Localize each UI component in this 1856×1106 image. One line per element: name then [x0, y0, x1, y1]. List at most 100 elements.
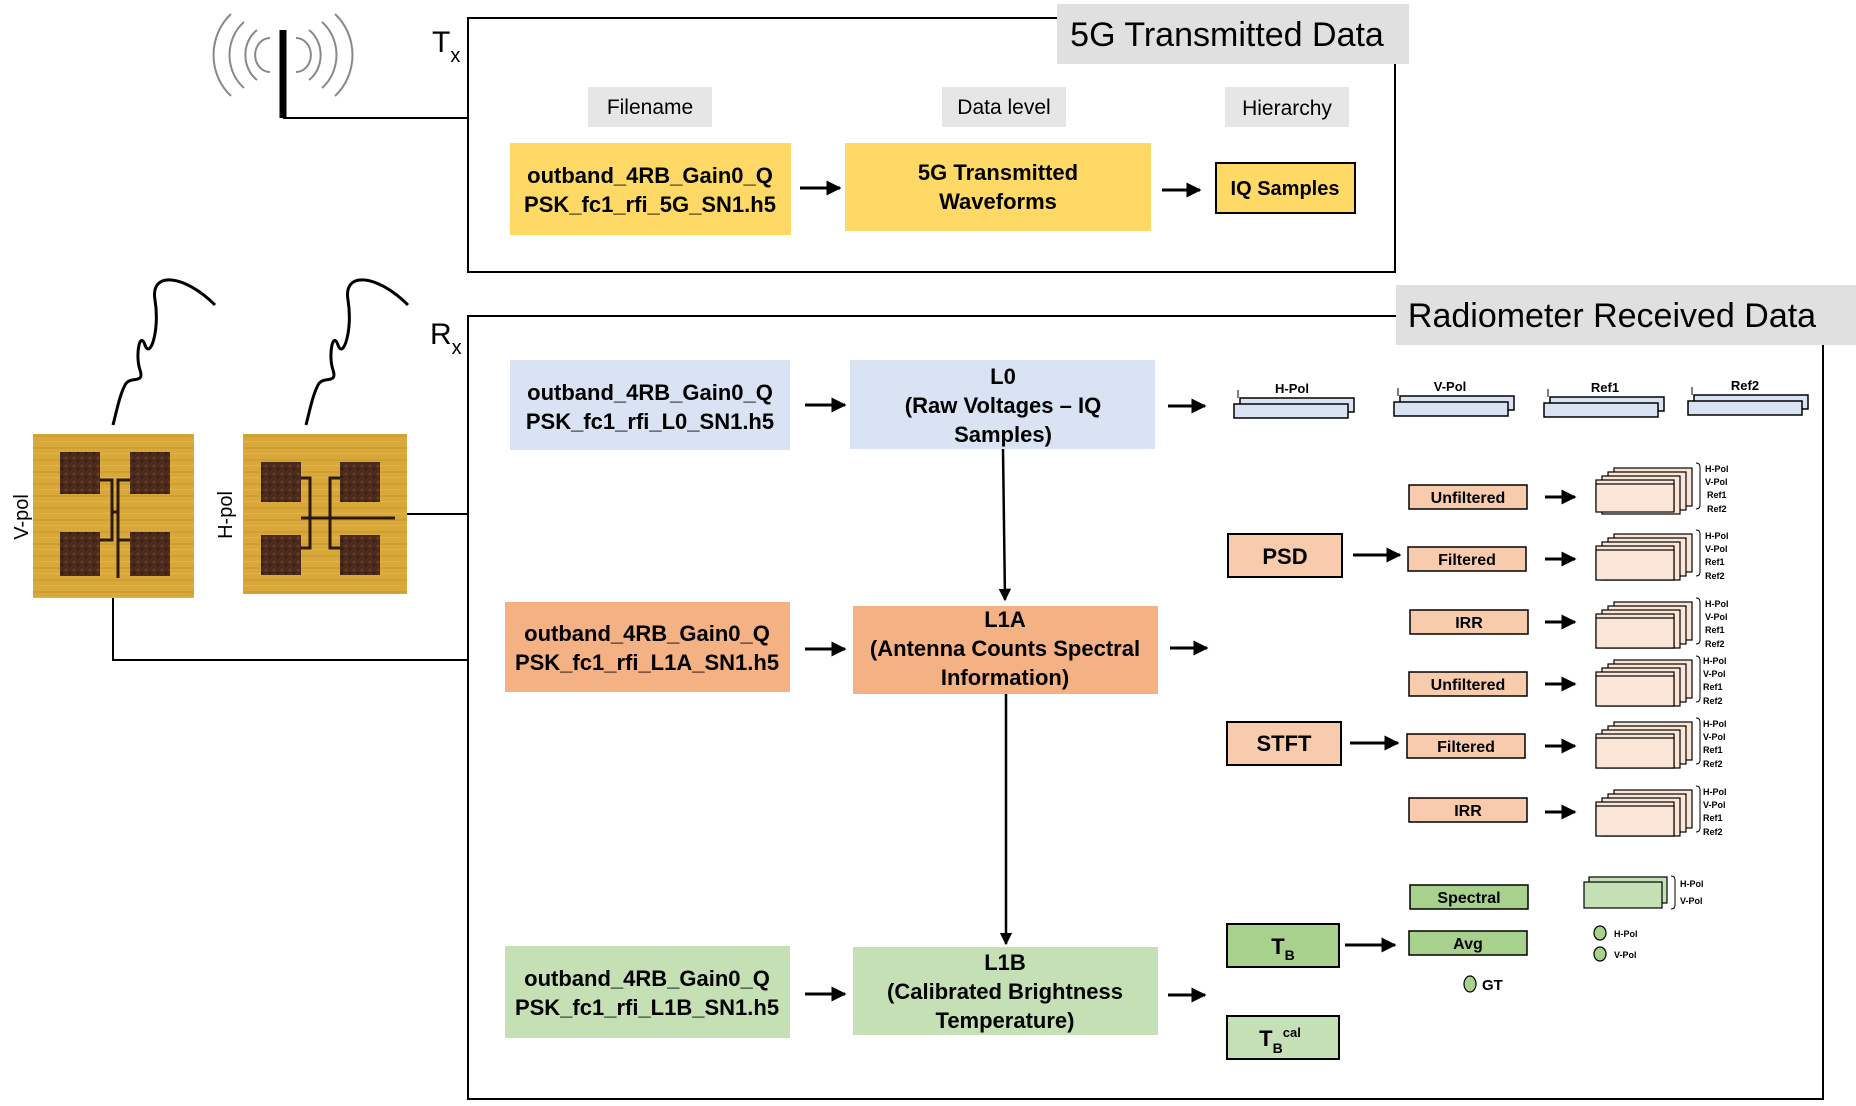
rx-label: Rx: [430, 318, 462, 359]
l1a-level-line1: L1A: [984, 607, 1026, 632]
gt-marker: GT: [1463, 975, 1503, 994]
received-signal-icon-1: [111, 278, 217, 426]
tb-label: TB: [1271, 934, 1295, 963]
l0-channel-hpol: H-Pol: [1233, 381, 1355, 419]
l1b-level-line3: Temperature): [936, 1008, 1075, 1033]
svg-text:V-Pol: V-Pol: [1703, 800, 1726, 810]
svg-text:Ref2: Ref2: [1703, 759, 1723, 769]
svg-text:Ref1: Ref1: [1705, 557, 1725, 567]
svg-text:Ref2: Ref2: [1703, 696, 1723, 706]
stft-item-unfiltered: Unfiltered: [1408, 671, 1528, 697]
tx-hierarchy: IQ Samples: [1231, 178, 1340, 200]
l0-channel-ref2: Ref2: [1687, 378, 1809, 416]
tx-label: Tx: [432, 26, 460, 67]
svg-text:Filtered: Filtered: [1438, 552, 1496, 569]
psd-item-filtered: Filtered: [1407, 546, 1527, 572]
tx-file-line1: outband_4RB_Gain0_Q: [527, 163, 773, 188]
l0-level-box: [850, 360, 1155, 449]
svg-text:Spectral: Spectral: [1437, 890, 1500, 907]
l1a-level-line3: Information): [941, 665, 1069, 690]
svg-text:Ref1: Ref1: [1703, 745, 1723, 755]
svg-text:Ref1: Ref1: [1707, 490, 1727, 500]
svg-text:Ref1: Ref1: [1703, 813, 1723, 823]
antenna-v-photo: [33, 434, 194, 598]
avg-dot-vpol: V-Pol: [1593, 946, 1637, 962]
stft-label: STFT: [1257, 731, 1313, 756]
svg-text:Ref2: Ref2: [1703, 827, 1723, 837]
l1b-level-line2: (Calibrated Brightness: [887, 979, 1123, 1004]
header-filename: Filename: [607, 96, 693, 119]
v-antenna-connector: [112, 598, 468, 661]
svg-text:GT: GT: [1482, 977, 1503, 994]
svg-text:H-Pol: H-Pol: [1705, 599, 1729, 609]
svg-text:H-Pol: H-Pol: [1703, 719, 1727, 729]
psd-item-irr: IRR: [1409, 609, 1529, 635]
svg-text:V-Pol: V-Pol: [1703, 732, 1726, 742]
tx-title: 5G Transmitted Data: [1070, 16, 1384, 54]
l0-file-line1: outband_4RB_Gain0_Q: [527, 380, 773, 405]
svg-text:Ref1: Ref1: [1705, 625, 1725, 635]
l1b-item-avg: Avg: [1408, 930, 1528, 956]
item-to-stack-arrows: [1545, 489, 1577, 820]
svg-text:H-Pol: H-Pol: [1703, 656, 1727, 666]
stack-stft-unfiltered: [1595, 659, 1693, 707]
svg-text:V-Pol: V-Pol: [1680, 896, 1703, 906]
antenna-v-label: V-pol: [11, 494, 33, 540]
tbcal-label: TBcal: [1259, 1025, 1301, 1056]
svg-text:Ref2: Ref2: [1705, 571, 1725, 581]
psd-item-unfiltered: Unfiltered: [1408, 484, 1528, 510]
rx-section: Rx Radiometer Received Data V-pol H-pol: [11, 278, 1856, 1100]
svg-text:IRR: IRR: [1454, 803, 1482, 820]
tb-box: [1226, 923, 1340, 968]
psd-box: [1227, 533, 1343, 578]
l0-channel-vpol: V-Pol: [1393, 379, 1515, 417]
svg-text:V-Pol: V-Pol: [1705, 544, 1728, 554]
l0-level-line2: (Raw Voltages – IQ: [905, 393, 1101, 418]
svg-text:V-Pol: V-Pol: [1614, 950, 1637, 960]
l1a-level-line2: (Antenna Counts Spectral: [870, 636, 1140, 661]
stack-stft-irr: [1595, 789, 1693, 837]
svg-text:Ref2: Ref2: [1707, 504, 1727, 514]
svg-text:Unfiltered: Unfiltered: [1431, 677, 1506, 694]
antenna-h-photo: [243, 434, 407, 594]
header-filename-box: [588, 87, 712, 127]
l0-file-line2: PSK_fc1_rfi_L0_SN1.h5: [526, 409, 774, 434]
svg-text:Filtered: Filtered: [1437, 739, 1495, 756]
svg-text:Ref2: Ref2: [1731, 378, 1759, 393]
stack-psd-filtered: [1595, 533, 1693, 581]
stack-psd-unfiltered: [1595, 467, 1693, 515]
svg-text:H-Pol: H-Pol: [1703, 787, 1727, 797]
l0-channel-ref1: Ref1: [1543, 380, 1665, 418]
l1a-file-line2: PSK_fc1_rfi_L1A_SN1.h5: [515, 650, 779, 675]
rx-title: Radiometer Received Data: [1408, 297, 1816, 335]
tx-section: Tx 5G Transmitted Data Filename Data lev…: [212, 4, 1409, 273]
svg-text:Ref1: Ref1: [1591, 380, 1619, 395]
header-datalevel-box: [942, 87, 1066, 127]
stack-psd-irr: [1595, 601, 1693, 649]
received-signal-icon-2: [304, 278, 410, 426]
tbcal-box: [1226, 1015, 1340, 1060]
stack-l1b-spectral: [1583, 876, 1668, 909]
l0-level-line1: L0: [990, 364, 1016, 389]
svg-text:Avg: Avg: [1453, 936, 1483, 953]
transmit-tower-icon: [212, 13, 354, 118]
svg-text:H-Pol: H-Pol: [1705, 464, 1729, 474]
svg-text:Unfiltered: Unfiltered: [1431, 490, 1506, 507]
avg-dot-hpol: H-Pol: [1593, 925, 1638, 941]
psd-label: PSD: [1262, 544, 1307, 569]
svg-text:H-Pol: H-Pol: [1705, 531, 1729, 541]
svg-text:H-Pol: H-Pol: [1275, 381, 1309, 396]
l0-file-box: [510, 360, 790, 450]
l1b-item-spectral: Spectral: [1409, 884, 1529, 910]
svg-text:V-Pol: V-Pol: [1705, 477, 1728, 487]
header-hierarchy: Hierarchy: [1242, 97, 1332, 120]
rx-title-box: [1396, 285, 1856, 345]
l1a-file-box: [505, 602, 790, 692]
